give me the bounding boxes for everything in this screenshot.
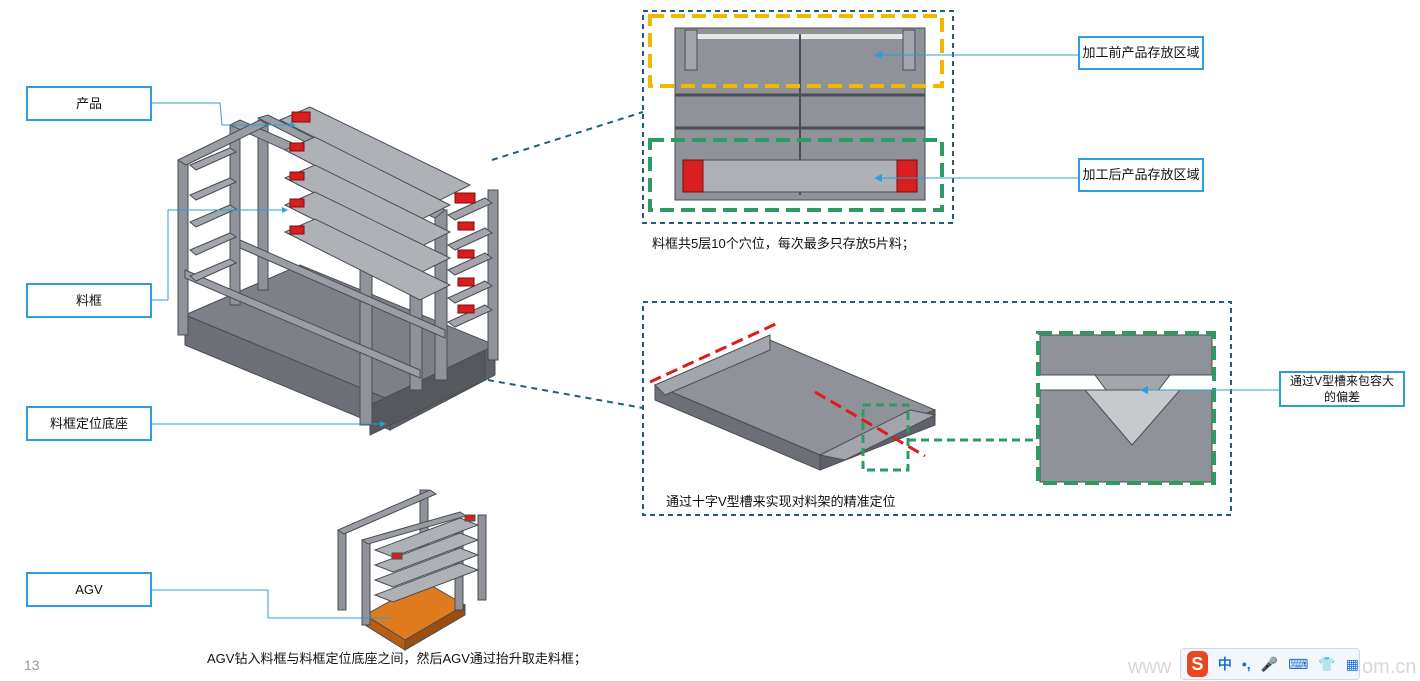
label-product: 产品 bbox=[26, 86, 152, 121]
caption-cross-v: 通过十字V型槽来实现对料架的精准定位 bbox=[666, 494, 896, 509]
label-before-process: 加工前产品存放区域 bbox=[1078, 36, 1204, 70]
punctuation-icon[interactable]: •, bbox=[1241, 656, 1251, 672]
watermark-left: www bbox=[1128, 656, 1172, 678]
sogou-logo-icon[interactable]: S bbox=[1187, 651, 1208, 677]
microphone-icon[interactable]: 🎤 bbox=[1260, 655, 1279, 672]
skin-icon[interactable]: 👕 bbox=[1318, 655, 1336, 672]
storage-detail-panel bbox=[642, 10, 954, 224]
keyboard-icon[interactable]: ⌨ bbox=[1288, 655, 1309, 672]
toolbox-icon[interactable]: ▦ bbox=[1345, 655, 1359, 672]
callout-lines-left bbox=[152, 102, 390, 619]
callout-lines-top bbox=[878, 54, 1080, 179]
watermark-right: om.cn bbox=[1362, 656, 1417, 678]
label-agv: AGV bbox=[26, 572, 152, 607]
page-number: 13 bbox=[24, 657, 40, 673]
connector-lines bbox=[487, 111, 644, 409]
label-after-process: 加工后产品存放区域 bbox=[1078, 158, 1204, 192]
v-groove-detail-panel bbox=[642, 301, 1232, 516]
label-v-groove: 通过V型槽来包容大的偏差 bbox=[1279, 371, 1405, 407]
caption-frame-desc: 料框共5层10个穴位，每次最多只存放5片料； bbox=[652, 236, 915, 251]
ime-toolbar[interactable]: S 中 •, 🎤 ⌨ 👕 ▦ bbox=[1180, 648, 1360, 680]
caption-agv-desc: AGV钻入料框与料框定位底座之间，然后AGV通过抬升取走料框； bbox=[207, 651, 587, 666]
label-frame-base: 料框定位底座 bbox=[26, 406, 152, 441]
label-frame: 料框 bbox=[26, 283, 152, 318]
material-frame-drawing bbox=[176, 106, 499, 436]
language-toggle[interactable]: 中 bbox=[1217, 656, 1232, 672]
agv-drawing bbox=[336, 489, 487, 651]
